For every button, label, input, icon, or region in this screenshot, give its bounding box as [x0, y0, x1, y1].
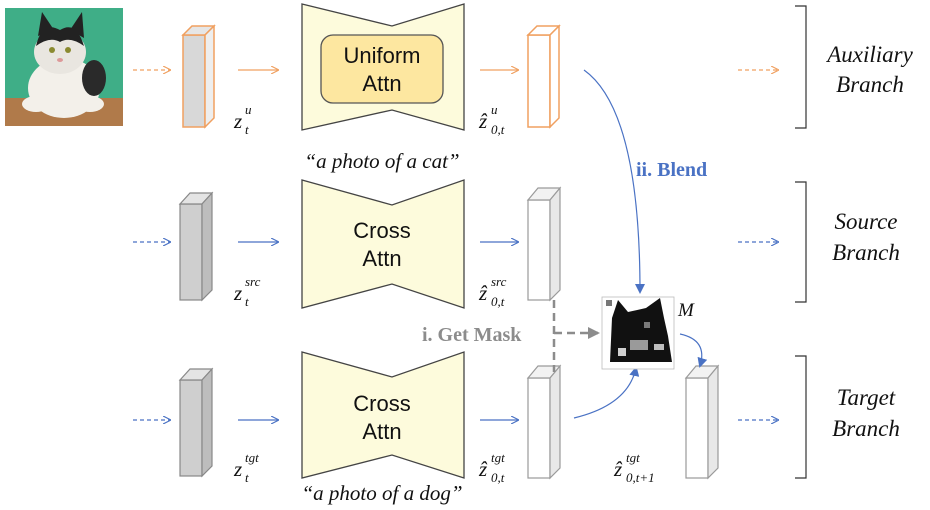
branch-aux-line2: Branch — [836, 72, 904, 97]
label-zt-src: z src t — [233, 274, 261, 309]
step-blend: ii. Blend — [636, 159, 707, 181]
uniform-attn-line2: Attn — [362, 71, 401, 96]
svg-text:0,t: 0,t — [491, 294, 505, 309]
svg-text:ẑ: ẑ — [613, 457, 623, 481]
uniform-attn-block — [301, 3, 465, 131]
svg-text:t: t — [245, 470, 249, 485]
prompt-target: “a photo of a dog” — [301, 481, 462, 505]
latent-zt-u — [181, 24, 216, 129]
svg-text:0,t+1: 0,t+1 — [626, 470, 655, 485]
svg-text:z: z — [233, 457, 242, 481]
cross-attn-tgt-line2: Attn — [362, 419, 401, 444]
label-zhat-src: ẑ src 0,t — [478, 274, 507, 309]
cross-attn-src-line2: Attn — [362, 246, 401, 271]
svg-text:z: z — [233, 109, 242, 133]
label-zt-u: z u t — [233, 102, 252, 137]
latent-zhat-src — [526, 186, 562, 302]
bracket-source — [795, 181, 807, 303]
latent-zt-tgt — [178, 367, 214, 478]
svg-text:tgt: tgt — [491, 450, 505, 465]
label-zhat-tgt: ẑ tgt 0,t — [478, 450, 505, 485]
cat-photo — [5, 8, 123, 126]
branch-src-line1: Source — [834, 209, 897, 234]
svg-text:t: t — [245, 122, 249, 137]
svg-text:z: z — [233, 281, 242, 305]
branch-src-line2: Branch — [832, 240, 900, 265]
label-zhat-u: ẑ u 0,t — [478, 102, 505, 137]
prompt-source: “a photo of a cat” — [304, 149, 459, 173]
svg-text:ẑ: ẑ — [478, 109, 488, 133]
label-zt-tgt: z tgt t — [233, 450, 259, 485]
arrow-mask-to-latent — [679, 333, 708, 368]
svg-text:tgt: tgt — [245, 450, 259, 465]
svg-text:u: u — [245, 102, 252, 117]
latent-zhat-u — [526, 24, 561, 129]
cross-attn-block-source — [301, 179, 465, 309]
arrow-blend — [583, 69, 645, 294]
arrow-tgt-to-mask — [573, 366, 640, 419]
mask-image — [601, 296, 675, 370]
label-mask-m: M — [677, 300, 695, 321]
latent-zhat-blend — [684, 364, 720, 480]
svg-text:0,t: 0,t — [491, 470, 505, 485]
branch-aux-line1: Auxiliary — [825, 42, 913, 67]
svg-text:src: src — [491, 274, 507, 289]
svg-text:t: t — [245, 294, 249, 309]
branch-tgt-line2: Branch — [832, 416, 900, 441]
cross-attn-tgt-line1: Cross — [353, 391, 410, 416]
label-zhat-blend: ẑ tgt 0,t+1 — [613, 450, 655, 485]
bracket-auxiliary — [795, 5, 807, 129]
svg-text:0,t: 0,t — [491, 122, 505, 137]
latent-zt-src — [178, 191, 214, 302]
svg-text:u: u — [491, 102, 498, 117]
bracket-target — [795, 355, 807, 479]
cross-attn-block-target — [301, 351, 465, 479]
uniform-attn-line1: Uniform — [343, 43, 420, 68]
branch-tgt-line1: Target — [837, 385, 896, 410]
svg-text:ẑ: ẑ — [478, 457, 488, 481]
cross-attn-src-line1: Cross — [353, 218, 410, 243]
svg-text:ẑ: ẑ — [478, 281, 488, 305]
svg-text:src: src — [245, 274, 261, 289]
latent-zhat-tgt — [526, 364, 562, 480]
svg-text:tgt: tgt — [626, 450, 640, 465]
step-get-mask: i. Get Mask — [422, 324, 522, 346]
